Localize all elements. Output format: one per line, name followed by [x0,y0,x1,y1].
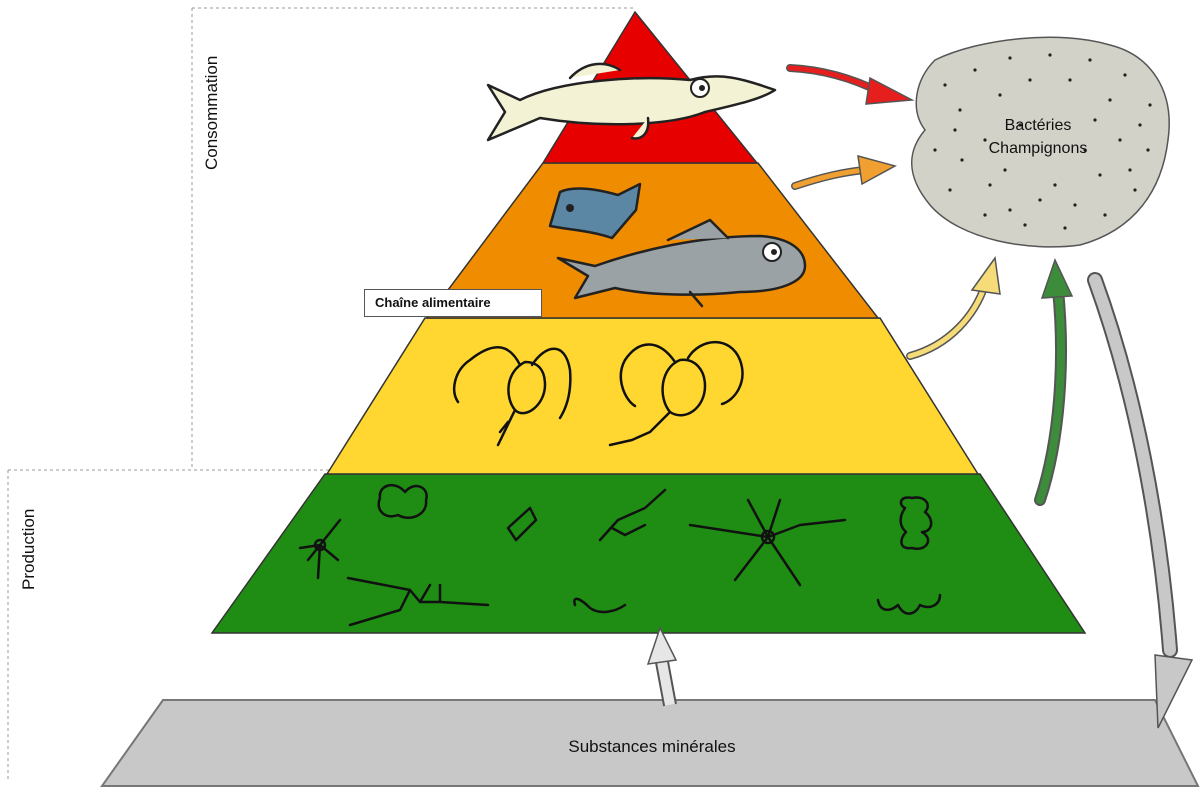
consumption-label: Consommation [202,56,221,170]
level-producers [212,474,1085,633]
arrow-decomposers-to-minerals [1095,280,1192,728]
arrow-primary-to-decomposers [910,258,1000,356]
minerals-label: Substances minérales [568,737,735,756]
level-primary-consumers [327,318,978,474]
food-chain-label: Chaîne alimentaire [364,289,542,317]
arrow-producers-to-decomposers [1040,260,1072,500]
production-label: Production [19,509,38,590]
decomposers-label-line2: Champignons [989,140,1088,157]
arrow-minerals-to-producers [648,628,676,705]
arrow-secondary-to-decomposers [795,156,895,186]
arrow-predator-to-decomposers [790,68,912,104]
decomposers-label-line1: Bactéries [1005,117,1072,134]
